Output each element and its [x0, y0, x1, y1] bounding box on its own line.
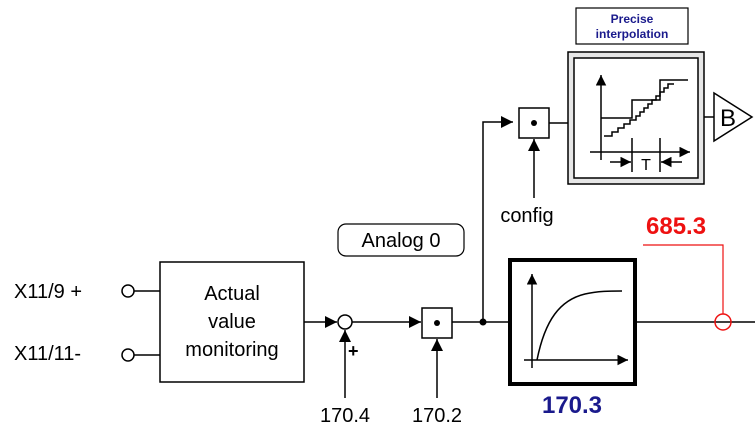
- interp-title-box: [575, 7, 689, 45]
- interp-title-line-1: Precise: [611, 12, 654, 26]
- input-x11-9-terminal: [121, 284, 135, 298]
- filter-response-curve: [536, 290, 623, 361]
- input-x11-9-label: X11/9 +: [14, 281, 82, 303]
- branch-up-wire: [482, 116, 513, 322]
- sum-plus-sign: +: [348, 341, 359, 361]
- output-b-triangle: [713, 91, 754, 143]
- param-685-3-label: 685.3: [646, 213, 706, 240]
- avm-line-3: monitoring: [185, 339, 278, 361]
- filter-block-1703: [508, 258, 637, 386]
- test-point-marker: [714, 313, 732, 331]
- test-point-leader: [643, 244, 724, 314]
- analog-label-box: [337, 223, 465, 257]
- input-x11-11-label: X11/11-: [14, 343, 81, 365]
- input-x11-11-terminal: [121, 348, 135, 362]
- avm-line-2: value: [208, 311, 256, 333]
- config-multiplier-dot: [531, 120, 537, 126]
- analog-label: Analog 0: [362, 230, 441, 252]
- config-label: config: [500, 205, 553, 227]
- avm-line-1: Actual: [204, 283, 260, 305]
- param-170-3-label: 170.3: [542, 392, 602, 419]
- interp-t-label: T: [641, 157, 651, 174]
- interp-fine-steps: [604, 83, 674, 137]
- output-b-label: B: [720, 105, 736, 132]
- actual-value-monitoring-block: [159, 261, 305, 383]
- summing-junction: [337, 314, 353, 330]
- interp-coarse-steps: [601, 79, 688, 119]
- param-170-2-label: 170.2: [412, 405, 462, 427]
- interp-title-line-2: interpolation: [596, 27, 669, 41]
- param-170-4-label: 170.4: [320, 405, 370, 427]
- multiplier-dot: [434, 320, 440, 326]
